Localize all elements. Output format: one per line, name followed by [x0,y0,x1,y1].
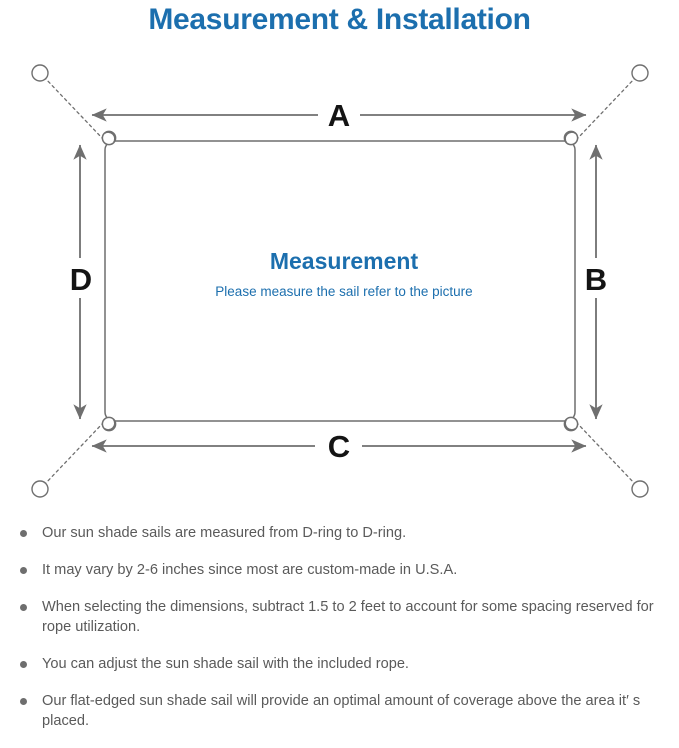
dimension-label-b: B [585,262,607,297]
sail-measurement-hint: Please measure the sail refer to the pic… [215,284,472,299]
bullet-icon [20,530,27,537]
rope-line-bottom-right [576,422,637,486]
anchor-point-top-left [31,64,49,82]
d-ring-top-left [101,130,117,146]
list-item: Our flat-edged sun shade sail will provi… [12,691,665,731]
dimension-label-a: A [328,98,350,133]
bullet-icon [20,604,27,611]
rope-line-top-right [576,76,637,140]
d-ring-top-right [563,130,579,146]
d-ring-bottom-right [563,416,579,432]
rope-lines [43,76,637,486]
anchor-point-top-right [631,64,649,82]
rope-line-bottom-left [43,422,104,486]
note-text: Our flat-edged sun shade sail will provi… [42,693,641,729]
bullet-icon [20,698,27,705]
list-item: It may vary by 2-6 inches since most are… [12,560,665,580]
sail-measurement-label: Measurement [270,248,419,274]
page-title: Measurement & Installation [148,3,531,36]
d-rings [101,130,579,432]
list-item: Our sun shade sails are measured from D-… [12,523,665,543]
note-text: It may vary by 2-6 inches since most are… [42,562,458,578]
d-ring-bottom-left [101,416,117,432]
anchor-points [31,64,649,498]
list-item: When selecting the dimensions, subtract … [12,597,665,637]
note-text: You can adjust the sun shade sail with t… [42,656,409,672]
note-text: When selecting the dimensions, subtract … [42,599,654,635]
bullet-icon [20,567,27,574]
list-item: You can adjust the sun shade sail with t… [12,654,665,674]
note-text: Our sun shade sails are measured from D-… [42,525,407,541]
bullet-icon [20,661,27,668]
measurement-diagram: A B C D Measurement Please measure the s… [0,44,679,514]
dimension-label-d: D [70,262,92,297]
dimension-arrows [73,108,603,453]
rope-line-top-left [43,76,104,140]
anchor-point-bottom-left [31,480,49,498]
dimension-label-c: C [328,429,350,464]
sail-outline [104,140,576,422]
notes-list: Our sun shade sails are measured from D-… [0,523,679,748]
anchor-point-bottom-right [631,480,649,498]
